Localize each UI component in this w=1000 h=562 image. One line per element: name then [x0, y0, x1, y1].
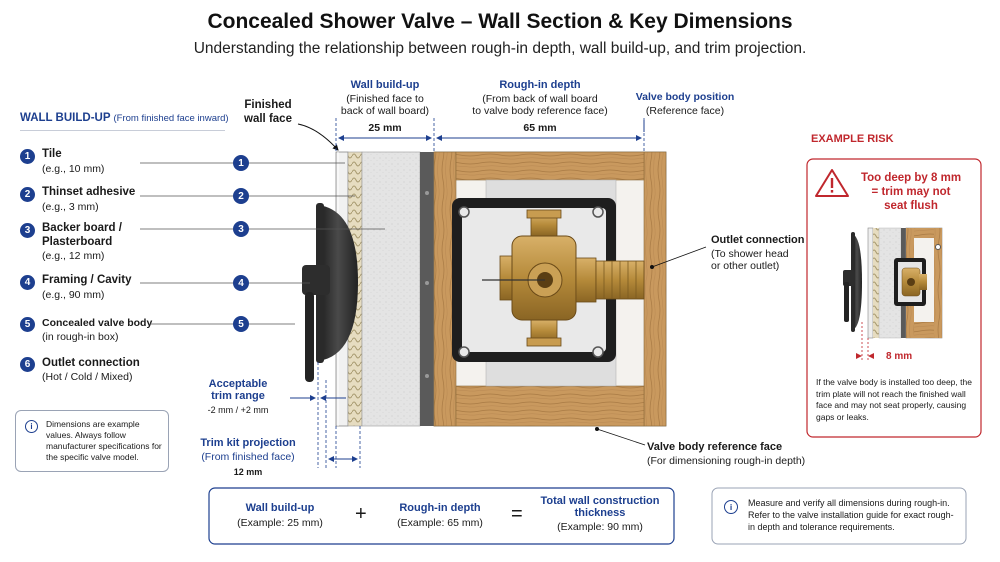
diagram-marker-5: 5	[238, 318, 244, 330]
risk-dimension: 8 mm	[886, 351, 913, 362]
equation-total: Total wall construction thickness (Examp…	[540, 495, 660, 533]
diagram-marker-4: 4	[238, 277, 244, 289]
risk-header: EXAMPLE RISK	[811, 133, 894, 145]
page-title: Concealed Shower Valve – Wall Section & …	[207, 10, 793, 33]
equation-wall-buildup: Wall build-up (Example: 25 mm)	[237, 502, 323, 529]
legend-number: 4	[20, 275, 35, 290]
plus-sign: +	[355, 503, 367, 525]
equation-box	[208, 487, 675, 545]
legend-number: 5	[20, 317, 35, 332]
rough-in-dimension: Rough-in depth (From back of wall board …	[472, 79, 608, 134]
diagram-marker-3: 3	[238, 223, 244, 235]
top-dimensions	[335, 118, 645, 152]
outlet-label: Outlet connection (To shower head or oth…	[711, 234, 805, 272]
legend-number: 3	[20, 223, 35, 238]
equation-rough-in: Rough-in depth (Example: 65 mm)	[397, 502, 483, 529]
page-subtitle: Understanding the relationship between r…	[193, 40, 807, 57]
membrane-layer	[420, 152, 434, 426]
wall-buildup-dimension: Wall build-up (Finished face to back of …	[340, 79, 430, 134]
trim-projection-label: Trim kit projection (From finished face)…	[200, 437, 296, 477]
diagram-number-circles	[233, 155, 249, 332]
warning-icon	[815, 169, 849, 197]
equals-sign: =	[511, 503, 523, 525]
dimensions-note: i Dimensions are example values. Always …	[15, 410, 169, 472]
measure-note-text: Measure and verify all dimensions during…	[748, 498, 954, 532]
info-icon: i	[724, 500, 738, 514]
diagram-marker-1: 1	[238, 157, 244, 169]
valve-body	[482, 209, 645, 347]
top-nogging	[455, 151, 645, 181]
risk-mini-diagram	[843, 227, 943, 362]
reference-face-label: Valve body reference face (For dimension…	[647, 441, 806, 467]
risk-warning-text: Too deep by 8 mm = trim may not seat flu…	[860, 172, 962, 212]
info-icon: i	[25, 420, 38, 433]
legend-number: 6	[20, 357, 35, 372]
bottom-nogging	[455, 385, 645, 427]
diagram-marker-2: 2	[238, 190, 244, 202]
layer-markers	[140, 162, 385, 325]
trim-range-label: Acceptable trim range -2 mm / +2 mm	[207, 378, 269, 415]
finished-face-label: Finished wall face	[244, 99, 292, 125]
legend-divider	[20, 130, 225, 131]
legend-number: 2	[20, 187, 35, 202]
risk-description: If the valve body is installed too deep,…	[816, 377, 972, 422]
right-stud	[643, 151, 667, 427]
bottom-dimensions	[290, 362, 361, 468]
legend-title: WALL BUILD-UP (From finished face inward…	[20, 112, 229, 124]
valve-position-label: Valve body position (Reference face)	[635, 91, 735, 117]
legend-number: 1	[20, 149, 35, 164]
trim-kit	[302, 203, 358, 382]
measure-note-box	[711, 487, 967, 545]
backer-board-layer	[361, 151, 421, 427]
